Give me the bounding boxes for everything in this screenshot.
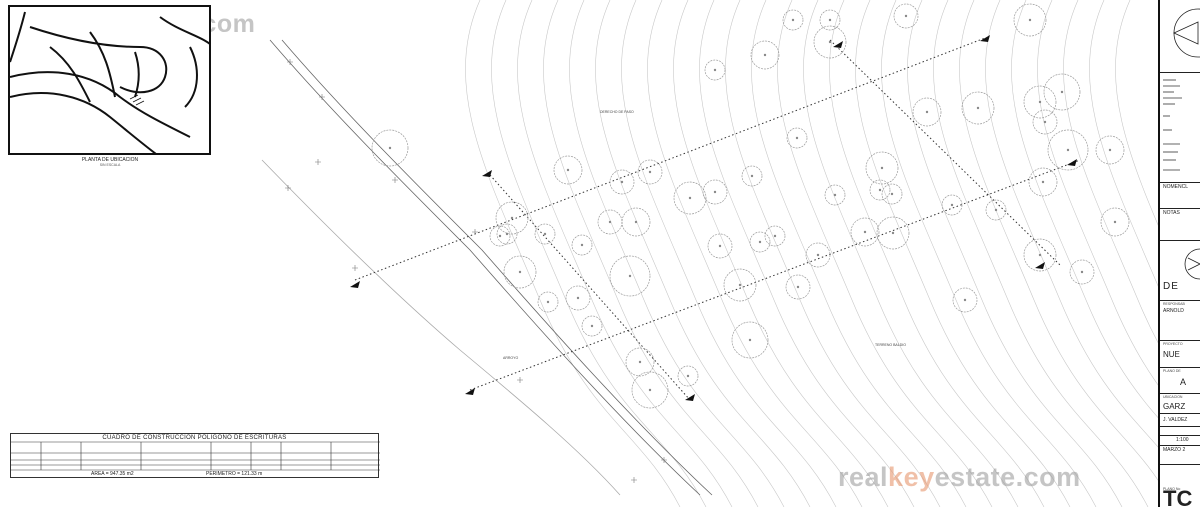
title-de: DE <box>1163 281 1179 292</box>
road-edges <box>261 39 713 496</box>
table-area: AREA = 947.35 m2 <box>91 471 134 477</box>
inset-title: PLANTA DE UBICACION <box>81 157 139 163</box>
sheet-label: PLANO No <box>1163 487 1181 491</box>
table-title: CUADRO DE CONSTRUCCION POLIGONO DE ESCRI… <box>102 435 287 441</box>
project-label: PROYECTO <box>1163 342 1183 346</box>
plan-label: DERECHO DE PASO <box>600 110 634 114</box>
plan-label: TERRENO BALDIO <box>875 343 906 347</box>
contour-lines <box>465 0 1158 507</box>
boundary-lines <box>354 37 1081 401</box>
location-inset <box>8 5 211 155</box>
plan-label: ARROYO <box>503 356 519 360</box>
seal-icon <box>1184 248 1200 280</box>
table-perimeter: PERIMETRO = 121.33 m <box>206 471 263 477</box>
nomenclature-label: NOMENCL <box>1163 184 1189 190</box>
construction-table: CUADRO DE CONSTRUCCION POLIGONO DE ESCRI… <box>10 433 380 478</box>
scale-value: 1:100 <box>1176 437 1189 443</box>
project-value: NUE <box>1163 350 1180 359</box>
sheet-value: TC <box>1163 486 1193 507</box>
responsible-name: ARNOLD <box>1163 308 1184 314</box>
date-value: MARZO 2 <box>1163 447 1186 453</box>
plan-of-label: PLANO DE <box>1163 369 1181 373</box>
inset-subtitle: SIN ESCALA <box>99 163 121 167</box>
watermark-bottom: realkeyestate.com <box>838 462 1081 492</box>
table-grid <box>11 441 380 471</box>
responsible-label: RESPONSAB <box>1163 302 1185 306</box>
legend-symbols <box>1163 79 1182 171</box>
location-value: GARZ <box>1163 402 1186 411</box>
location-map <box>10 11 209 153</box>
drawn-by: J. VALDEZ <box>1163 417 1188 423</box>
notes-label: NOTAS <box>1163 210 1180 216</box>
topographic-plan <box>261 0 1158 507</box>
plan-of-value: A <box>1180 377 1187 387</box>
survey-markers <box>285 35 1077 483</box>
trees <box>371 3 1130 409</box>
title-block: NOMENCL NOTAS DE RESPONSAB ARNOLD PROYEC… <box>1158 0 1200 507</box>
north-arrow-icon <box>1173 8 1200 58</box>
location-label: UBICACION <box>1163 395 1183 399</box>
